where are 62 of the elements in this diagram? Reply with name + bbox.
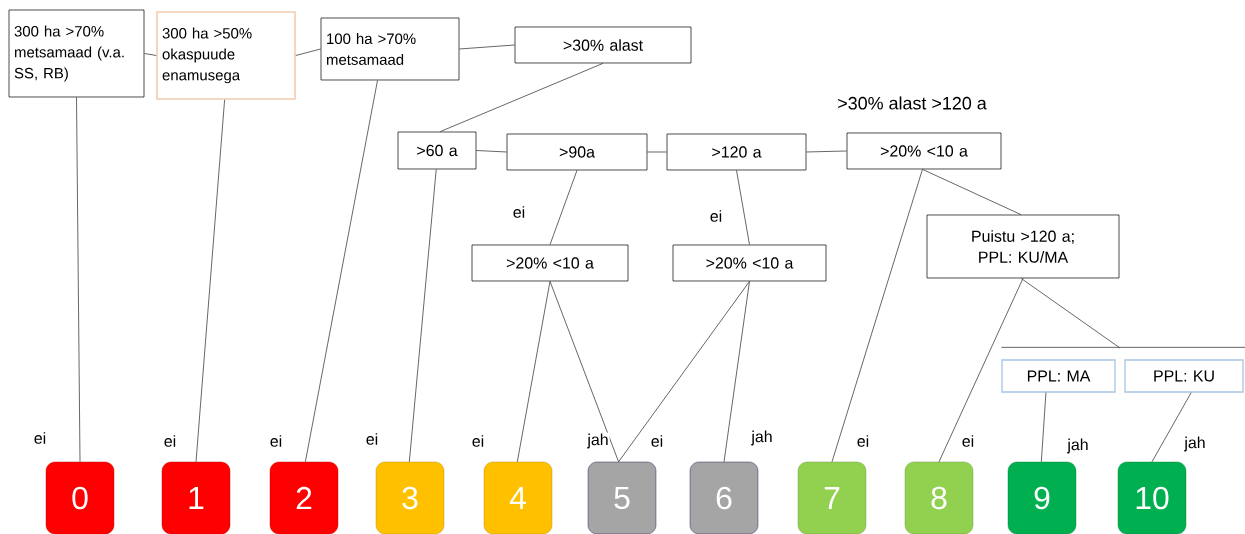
connector-line: [458, 44, 516, 50]
class-tile: 9: [1007, 461, 1077, 534]
class-tile: 4: [483, 461, 553, 534]
connector-line: [305, 79, 378, 463]
class-tile: 3: [375, 461, 445, 534]
connector-line: [439, 62, 604, 133]
condition-box: >120 a: [666, 133, 807, 171]
condition-box: 100 ha >70% metsamaad: [320, 17, 460, 81]
branch-connector: [1000, 277, 1245, 349]
edge-label: ei: [511, 205, 527, 219]
connector-line: [723, 280, 750, 463]
connector-line: [831, 168, 923, 463]
class-tile: 0: [45, 461, 115, 534]
connector-line: [76, 96, 81, 463]
class-tile: 8: [904, 461, 974, 534]
condition-box: 300 ha >70% metsamaad (v.a. SS, RB): [8, 9, 145, 98]
connector-line: [736, 169, 750, 246]
class-tile: 6: [689, 461, 759, 534]
edge-label: ei: [364, 432, 380, 446]
connector-line: [549, 169, 578, 246]
edge-label: jah: [1183, 435, 1207, 453]
edge-label: jah: [1066, 437, 1090, 455]
edge-label: ei: [32, 431, 48, 445]
condition-box: >20% <10 a: [672, 244, 827, 282]
class-tile: 10: [1117, 461, 1187, 534]
condition-box: Puistu >120 a; PPL: KU/MA: [926, 214, 1120, 279]
connector-line: [938, 277, 1024, 463]
connector-line: [618, 280, 750, 463]
connector-line: [646, 151, 668, 153]
edge-label: ei: [708, 209, 724, 223]
condition-box: PPL: MA: [1001, 359, 1116, 393]
connector-line: [922, 168, 1022, 216]
connector-line: [195, 99, 225, 463]
heading-text: >30% alast >120 a: [838, 96, 987, 110]
condition-box: PPL: KU: [1124, 359, 1244, 393]
class-tile: 5: [587, 461, 657, 534]
condition-box: >20% <10 a: [471, 244, 629, 282]
class-tile: 7: [797, 461, 867, 534]
edge-label: jah: [586, 432, 610, 450]
edge-label: ei: [960, 434, 976, 448]
connector-line: [549, 280, 619, 463]
edge-label: ei: [162, 434, 178, 448]
condition-box: >30% alast: [514, 26, 692, 64]
class-tile: 2: [269, 461, 339, 534]
connector-line: [1151, 392, 1192, 463]
edge-label: ei: [268, 434, 284, 448]
condition-box: >90a: [506, 133, 648, 171]
connector-line: [295, 48, 322, 56]
condition-box: 300 ha >50% okaspuude enamusega: [156, 11, 296, 100]
condition-box: >20% <10 a: [846, 132, 1002, 170]
class-tile: 1: [161, 461, 231, 534]
condition-box: >60 a: [397, 131, 477, 170]
connector-line: [143, 53, 157, 56]
edge-label: jah: [750, 429, 774, 447]
connector-line: [408, 168, 437, 463]
connector-line: [475, 150, 508, 153]
edge-label: ei: [649, 434, 665, 448]
connector-line: [1040, 392, 1047, 463]
edge-label: ei: [470, 434, 486, 448]
connector-line: [516, 280, 551, 463]
connector-line: [805, 150, 848, 153]
edge-label: ei: [855, 434, 871, 448]
